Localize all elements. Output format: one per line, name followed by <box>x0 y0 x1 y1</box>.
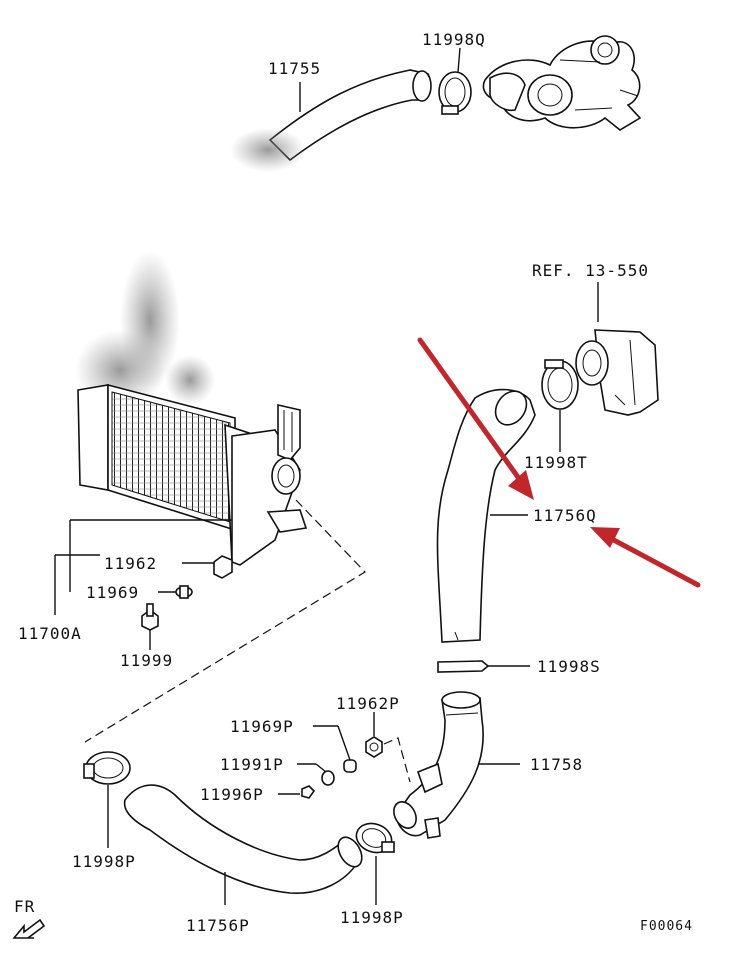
leader-11998q <box>457 47 461 73</box>
label-11969p: 11969P <box>230 717 294 736</box>
highlight-arrows <box>417 337 701 588</box>
turbocharger <box>482 35 642 131</box>
label-11755: 11755 <box>268 59 321 78</box>
throttle-body <box>575 329 659 416</box>
label-11756q: 11756Q <box>533 506 597 525</box>
clamp-11998p-left <box>83 751 131 785</box>
dash-line-intercooler <box>84 499 366 743</box>
hose-11756p <box>123 784 363 894</box>
bolt-11962-part <box>213 555 233 579</box>
front-arrow-icon <box>12 918 46 939</box>
label-11756p: 11756P <box>186 916 250 935</box>
clamp-11998t <box>541 359 579 410</box>
label-ref: REF. 13-550 <box>532 261 649 280</box>
washer-11969-part <box>175 585 193 599</box>
clamp-11998q <box>438 71 472 115</box>
label-11998t: 11998T <box>524 453 588 472</box>
label-11998p-left: 11998P <box>72 852 136 871</box>
blur-patches <box>75 128 306 410</box>
label-11758: 11758 <box>530 755 583 774</box>
intercooler-assembly <box>77 383 308 566</box>
hardware-p-group <box>278 712 411 799</box>
hose-11755 <box>268 69 432 162</box>
bolt-11999-part <box>141 603 159 631</box>
figure-code: F00064 <box>640 919 693 934</box>
label-11996p: 11996P <box>200 785 264 804</box>
label-11700a: 11700A <box>18 624 82 643</box>
hose-11756q <box>436 388 536 643</box>
label-11962: 11962 <box>104 554 157 573</box>
pipe-11758 <box>393 691 484 839</box>
label-11998s: 11998S <box>537 657 601 676</box>
clamp-11998p-right <box>355 822 395 854</box>
label-11998q: 11998Q <box>422 30 486 49</box>
label-11999: 11999 <box>120 651 173 670</box>
label-11991p: 11991P <box>220 755 284 774</box>
label-11998p-right: 11998P <box>340 908 404 927</box>
label-11969: 11969 <box>86 583 139 602</box>
band-11998s <box>437 660 490 673</box>
label-11962p: 11962P <box>336 694 400 713</box>
label-fr: FR <box>14 897 35 916</box>
